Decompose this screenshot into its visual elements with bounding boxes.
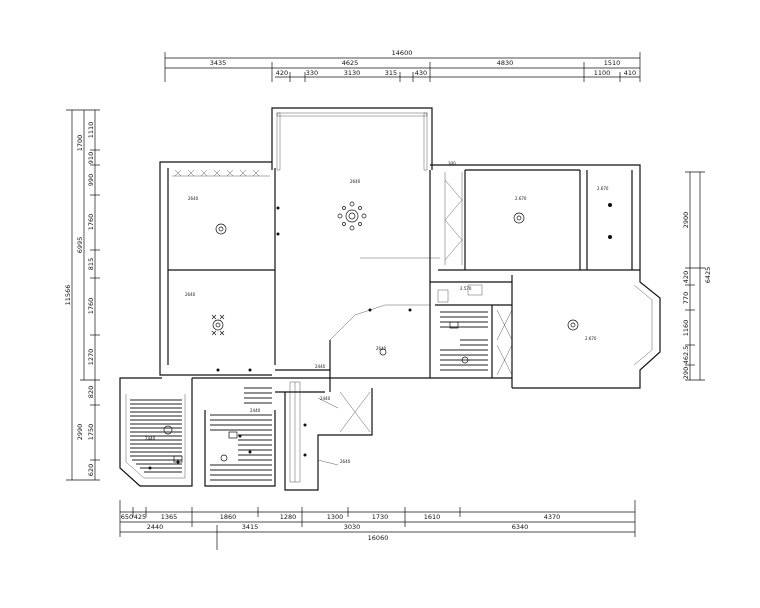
exterior-walls <box>119 107 661 491</box>
left-dim-5: 1760 <box>87 214 95 231</box>
hatch-bathroom-left <box>210 387 272 481</box>
bottom-total-dim: 16060 <box>368 534 389 542</box>
left-dim-10: 1750 <box>87 424 95 441</box>
bottom-dim-8: 1610 <box>424 513 441 521</box>
hatched-floor-areas <box>130 169 513 483</box>
room-label-r3: 2640 <box>350 179 361 184</box>
light-fixtures <box>148 201 612 470</box>
bottom-dim-12: 3030 <box>344 523 361 531</box>
top-dim-6: 330 <box>306 69 318 77</box>
top-dim-9: 430 <box>415 69 427 77</box>
top-dim-1: 3435 <box>210 59 227 67</box>
top-dim-3: 4830 <box>497 59 514 67</box>
bottom-dim-7: 1730 <box>372 513 389 521</box>
room-label-r2: 2640 <box>185 292 196 297</box>
bedroom-ceiling-trim <box>172 169 270 177</box>
bottom-dim-9: 4370 <box>544 513 561 521</box>
left-dim-9: 820 <box>87 386 95 398</box>
hatch-bathroom-right <box>440 311 488 371</box>
bottom-dim-1: 650 <box>121 513 133 521</box>
left-total-dim: 11566 <box>64 285 72 306</box>
top-dim-2: 4625 <box>342 59 359 67</box>
closet-hatch <box>289 172 463 483</box>
room-label-r7: 2.670 <box>585 336 597 341</box>
left-dim-8: 1270 <box>87 349 95 366</box>
right-dim-6: 462.5 <box>682 346 690 365</box>
bottom-dimension-lines: 650 425 1365 1860 1280 1300 1730 1610 43… <box>119 500 636 550</box>
left-dim-6: 815 <box>87 258 95 270</box>
left-dim-3: 910 <box>87 152 95 164</box>
left-dim-12: 620 <box>87 464 95 476</box>
left-dimension-lines: 11566 6995 1110 1700 910 990 1760 815 17… <box>64 109 100 481</box>
top-dim-11: 410 <box>624 69 636 77</box>
top-dim-10: 1100 <box>594 69 611 77</box>
room-label-r13: 2640 <box>340 459 351 464</box>
left-sub-dim: 6995 <box>76 237 84 254</box>
room-label-r10: 2440 <box>320 396 331 401</box>
right-dimension-lines: 2900 6425 420 770 1160 462.5 290 <box>682 171 712 381</box>
room-label-r12: 2440 <box>315 364 326 369</box>
pendant-light-icon <box>211 314 225 336</box>
chandelier-icon <box>337 201 367 231</box>
room-label-r9: 2440 <box>250 408 261 413</box>
room-labels: 2640 2640 2640 2.670 2.670 2.570 2.670 2… <box>145 161 609 464</box>
right-dim-1: 2900 <box>682 212 690 229</box>
top-total-dim: 14600 <box>392 49 413 57</box>
left-dim-4: 990 <box>87 174 95 186</box>
room-label-r4: 2.670 <box>515 196 527 201</box>
bottom-dim-3: 1365 <box>161 513 178 521</box>
bottom-dim-6: 1300 <box>327 513 344 521</box>
room-label-r5: 2.670 <box>597 186 609 191</box>
left-dim-11: 2990 <box>76 424 84 441</box>
room-label-note: 300 <box>448 161 456 166</box>
bottom-dim-4: 1860 <box>220 513 237 521</box>
top-dim-4: 1510 <box>604 59 621 67</box>
bath-fixture-icon <box>173 284 483 463</box>
top-dim-5: 420 <box>276 69 288 77</box>
bottom-dim-13: 6340 <box>512 523 529 531</box>
room-label-r6: 2.570 <box>460 286 472 291</box>
ceiling-light-icon <box>163 212 579 462</box>
leader-lines <box>317 257 440 466</box>
bottom-dim-11: 3415 <box>242 523 259 531</box>
right-dim-3: 420 <box>682 271 690 283</box>
right-dim-5: 1160 <box>682 320 690 337</box>
bottom-dim-10: 2440 <box>147 523 164 531</box>
cabinet-x-marks <box>339 309 513 433</box>
top-dim-7: 3130 <box>344 69 361 77</box>
left-dim-2: 1700 <box>76 135 84 152</box>
downlight-icon <box>148 203 612 470</box>
left-dim-1: 1110 <box>87 122 95 139</box>
top-dimension-lines: 14600 3435 4625 4830 1510 420 330 3130 3… <box>164 49 641 82</box>
right-dim-7: 290 <box>682 367 690 379</box>
right-dim-4: 770 <box>682 292 690 304</box>
room-label-r8: 2440 <box>145 436 156 441</box>
top-dim-8: 315 <box>385 69 397 77</box>
bottom-dim-5: 1280 <box>280 513 297 521</box>
left-dim-7: 1760 <box>87 298 95 315</box>
bottom-dim-2: 425 <box>134 513 146 521</box>
room-label-r1: 2640 <box>188 196 199 201</box>
right-dim-2: 6425 <box>704 267 712 284</box>
room-label-r11: 2640 <box>376 346 387 351</box>
